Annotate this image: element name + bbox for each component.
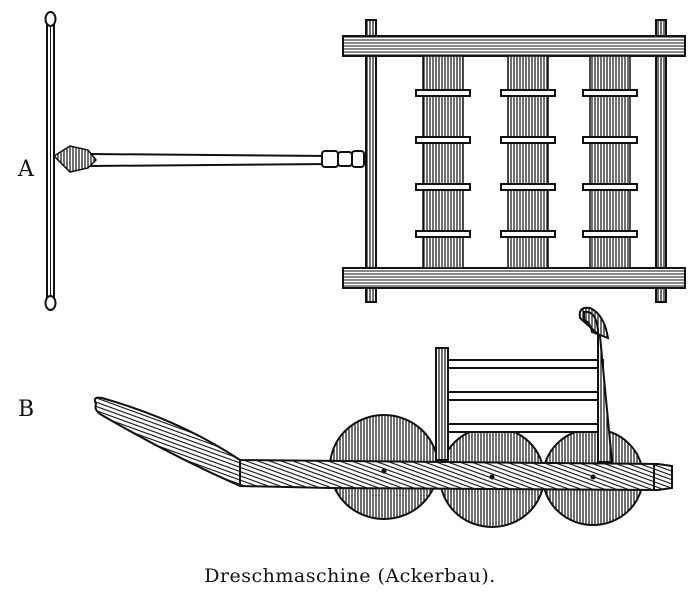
- coupling-bracket: [52, 145, 98, 173]
- figure-caption: Dreschmaschine (Ackerbau).: [204, 565, 496, 587]
- crossbar: [44, 11, 57, 311]
- top-view-a: [44, 11, 686, 311]
- draw-pole: [89, 150, 365, 168]
- label-a: A: [18, 157, 34, 182]
- rollers: [415, 55, 638, 269]
- frame: [342, 19, 686, 303]
- back-frame: [435, 306, 614, 463]
- side-view-b: [93, 306, 673, 528]
- label-b: B: [18, 397, 35, 422]
